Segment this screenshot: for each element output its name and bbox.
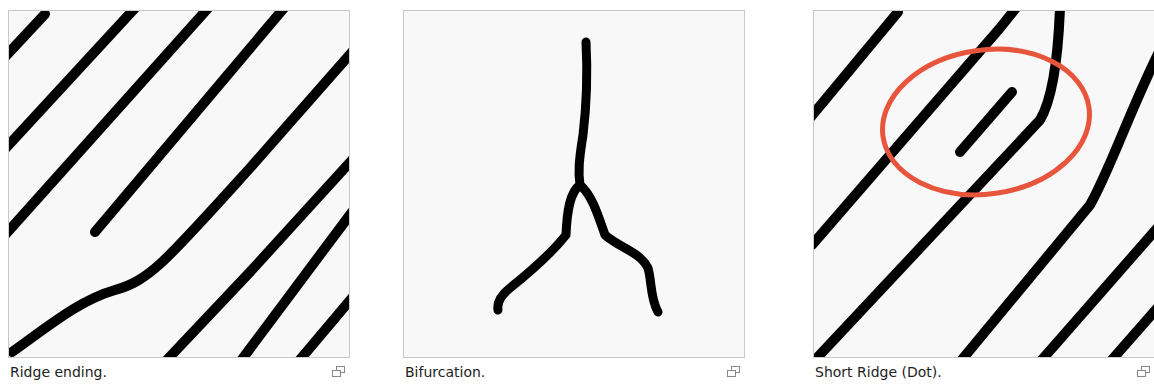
short-ridge-dot bbox=[960, 92, 1012, 152]
panel-frame bbox=[404, 11, 745, 358]
panel-frame bbox=[9, 11, 350, 358]
highlight-ellipse bbox=[873, 36, 1099, 208]
panel-caption: Bifurcation. bbox=[403, 363, 487, 381]
panel-caption: Ridge ending. bbox=[8, 363, 109, 381]
panel-caption: Short Ridge (Dot). bbox=[813, 363, 944, 381]
enlarge-icon bbox=[1138, 367, 1150, 377]
enlarge-icon bbox=[728, 367, 740, 377]
ridge-lines bbox=[814, 11, 1154, 357]
ridge-lines bbox=[9, 11, 349, 357]
enlarge-icon bbox=[333, 367, 345, 377]
bifurcation-ridge bbox=[498, 42, 658, 312]
